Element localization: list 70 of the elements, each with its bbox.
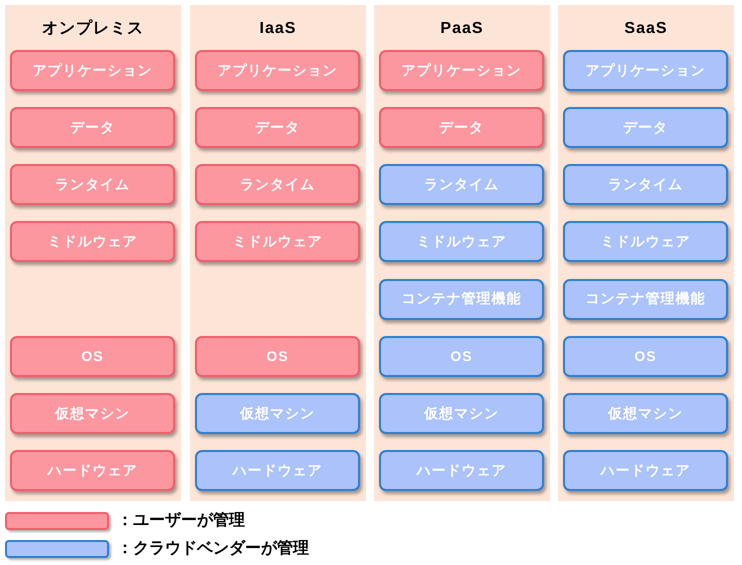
layer-label: OS: [81, 348, 104, 365]
layer-label: ランタイム: [55, 176, 130, 194]
layer-label: データ: [439, 118, 484, 136]
layer-label: データ: [623, 118, 668, 136]
column-heading: SaaS: [624, 19, 668, 39]
layer-label: 仮想マシン: [55, 404, 130, 422]
layer-box: [10, 164, 175, 206]
layer-label: OS: [450, 348, 473, 365]
layer-label: ハードウェア: [600, 462, 690, 480]
layer-box: [195, 336, 360, 377]
layer-box: [563, 107, 728, 148]
layer-label: アプリケーション: [32, 62, 152, 80]
layer-box: [379, 392, 544, 434]
layer-label: ハードウェア: [416, 462, 506, 480]
layer-box: [10, 392, 175, 434]
layer-box: [379, 221, 544, 262]
layer-label: ランタイム: [608, 176, 683, 194]
layer-label: 仮想マシン: [240, 404, 315, 422]
layer-label: データ: [255, 118, 300, 136]
layer-box: [10, 107, 175, 148]
layer-box: [379, 164, 544, 206]
layer-box: [563, 221, 728, 262]
legend-label: ：クラウドベンダーが管理: [117, 539, 309, 559]
layer-box: [10, 221, 175, 262]
layer-label: アプリケーション: [402, 62, 522, 80]
column-heading: オンプレミス: [42, 19, 144, 39]
layer-box: [379, 107, 544, 148]
layer-box: [563, 392, 728, 434]
layer-label: OS: [634, 348, 657, 365]
layer-label: ハードウェア: [232, 462, 322, 480]
layer-label: ハードウェア: [48, 462, 138, 480]
layer-box: [195, 50, 360, 91]
layer-label: ミドルウェア: [232, 233, 322, 251]
layer-label: アプリケーション: [586, 62, 706, 80]
layer-label: ミドルウェア: [416, 233, 506, 251]
column-panel: [374, 5, 550, 501]
layer-label: データ: [70, 118, 115, 136]
layer-box: [195, 392, 360, 434]
layer-box: [10, 336, 175, 377]
column-panel: [5, 5, 181, 501]
layer-box: [10, 450, 175, 492]
layer-box: [195, 221, 360, 262]
layer-box: [379, 278, 544, 320]
layer-label: コンテナ管理機能: [402, 290, 522, 308]
layer-label: 仮想マシン: [424, 404, 499, 422]
layer-label: ランタイム: [424, 176, 499, 194]
column-heading: PaaS: [440, 19, 484, 39]
layer-box: [379, 450, 544, 492]
layer-box: [195, 164, 360, 206]
layer-box: [195, 450, 360, 492]
layer-box: [379, 50, 544, 91]
layer-label: OS: [266, 348, 289, 365]
layer-box: [563, 336, 728, 377]
layer-label: ミドルウェア: [48, 233, 138, 251]
layer-box: [563, 450, 728, 492]
column-panel: [190, 5, 366, 501]
layer-label: ランタイム: [240, 176, 315, 194]
legend-label: ：ユーザーが管理: [117, 511, 245, 531]
layer-box: [10, 50, 175, 91]
layer-box: [195, 107, 360, 148]
layer-label: コンテナ管理機能: [586, 290, 706, 308]
layer-box: [563, 50, 728, 91]
column-heading: IaaS: [260, 19, 296, 39]
layer-label: 仮想マシン: [608, 404, 683, 422]
layer-box: [563, 278, 728, 320]
column-panel: [558, 5, 734, 501]
layer-label: ミドルウェア: [600, 233, 690, 251]
layer-box: [379, 336, 544, 377]
layer-box: [563, 164, 728, 206]
layer-label: アプリケーション: [218, 62, 338, 80]
